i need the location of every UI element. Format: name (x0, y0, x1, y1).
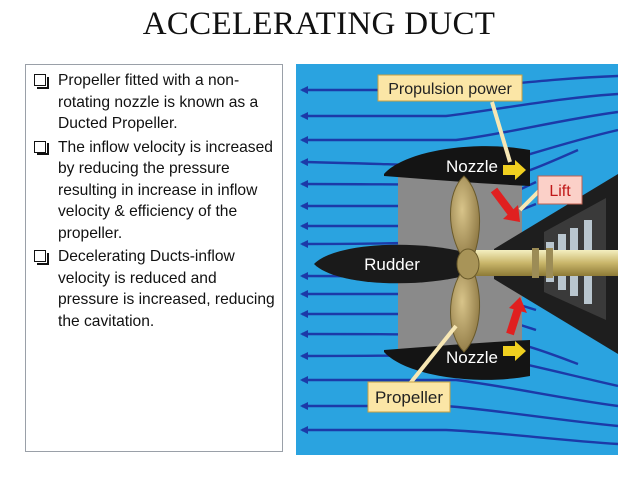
bullet-text: Decelerating Ducts-inflow velocity is re… (58, 248, 275, 330)
bullet-item: The inflow velocity is increased by redu… (32, 137, 278, 245)
nozzle-top-section (384, 146, 530, 186)
bullet-item: Propeller fitted with a non-rotating noz… (32, 70, 278, 135)
ducted-propeller-diagram: Propulsion power Nozzle Lift Rudder Nozz… (296, 64, 618, 455)
thrust-arrow-top (503, 160, 526, 180)
rudder-foil (314, 244, 464, 284)
label-rudder: Rudder (364, 255, 420, 274)
checkbox-bullet-icon (34, 140, 49, 155)
shaft-coupling (546, 248, 553, 278)
bullet-text: Propeller fitted with a non-rotating noz… (58, 72, 259, 132)
bullet-item: Decelerating Ducts-inflow velocity is re… (32, 246, 278, 332)
propeller-shaft (464, 250, 618, 276)
checkbox-bullet-icon (34, 74, 49, 89)
lift-arrow-bottom (506, 297, 527, 336)
label-box-propulsion (377, 74, 523, 102)
label-nozzle-bottom: Nozzle (446, 348, 498, 367)
slide-title: ACCELERATING DUCT (142, 6, 496, 42)
thrust-arrow-bottom (503, 341, 526, 361)
propeller-blades (450, 175, 481, 353)
label-box-lift (537, 175, 583, 205)
label-propeller: Propeller (375, 388, 443, 407)
bullet-list: Propeller fitted with a non-rotating noz… (25, 64, 283, 452)
label-nozzle-top: Nozzle (446, 157, 498, 176)
pointer-lift (518, 188, 542, 212)
pointer-propeller (406, 324, 458, 388)
shaft-coupling (532, 248, 539, 278)
label-lift: Lift (549, 183, 571, 200)
pointer-propulsion (490, 101, 512, 163)
label-box-propeller (367, 381, 451, 413)
label-propulsion-power: Propulsion power (388, 81, 512, 98)
checkbox-bullet-icon (34, 250, 49, 265)
lift-arrow-top (490, 187, 520, 222)
bullet-text: The inflow velocity is increased by redu… (58, 138, 273, 242)
